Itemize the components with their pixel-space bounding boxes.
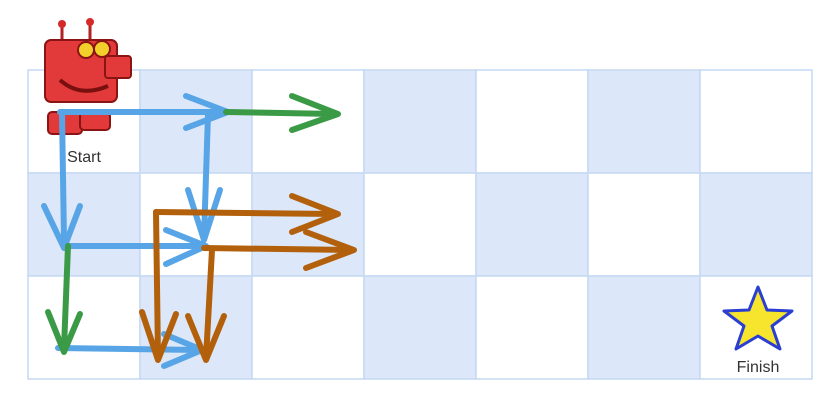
arrow-blue-down-2-head: [185, 187, 223, 243]
start-label: Start: [67, 149, 101, 166]
arrow-orange-down-2: [203, 247, 215, 361]
arrow-orange-right-1: [153, 209, 339, 217]
arrow-green-right: [223, 109, 339, 117]
star-icon: [722, 285, 794, 351]
arrow-blue-right-3: [55, 345, 203, 353]
arrow-orange-right-2: [201, 245, 355, 253]
arrow-green-down: [61, 243, 71, 351]
finish-label: Finish: [737, 359, 780, 376]
grid-cell-r2-c7: [699, 172, 813, 277]
grid-cell-r3-c6: [587, 275, 701, 380]
robot-icon: [44, 18, 132, 135]
arrow-orange-down-1-head: [139, 309, 179, 363]
arrow-orange-right-2-head: [303, 229, 357, 271]
arrow-blue-down-2: [201, 111, 211, 241]
grid-cell-r3-c5: [475, 275, 589, 380]
arrow-green-down-head: [45, 309, 83, 355]
grid-cell-r2-c4: [363, 172, 477, 277]
grid-cell-r3-c3: [251, 275, 365, 380]
arrow-blue-down-1: [59, 109, 67, 243]
grid-cell-r3-c4: [363, 275, 477, 380]
grid-cell-r2-c1: [27, 172, 141, 277]
grid-cell-r1-c7: [699, 69, 813, 174]
grid-cell-r1-c4: [363, 69, 477, 174]
grid-board: [27, 69, 813, 380]
arrow-orange-right-1-head: [289, 193, 341, 235]
grid-cell-r1-c5: [475, 69, 589, 174]
grid-cell-r2-c6: [587, 172, 701, 277]
arrow-green-right-head: [289, 93, 341, 133]
arrow-orange-down-2-head: [185, 313, 227, 363]
grid-cell-r1-c6: [587, 69, 701, 174]
grid-cell-r3-c1: [27, 275, 141, 380]
grid-cell-r2-c5: [475, 172, 589, 277]
arrow-orange-down-1: [153, 209, 161, 361]
